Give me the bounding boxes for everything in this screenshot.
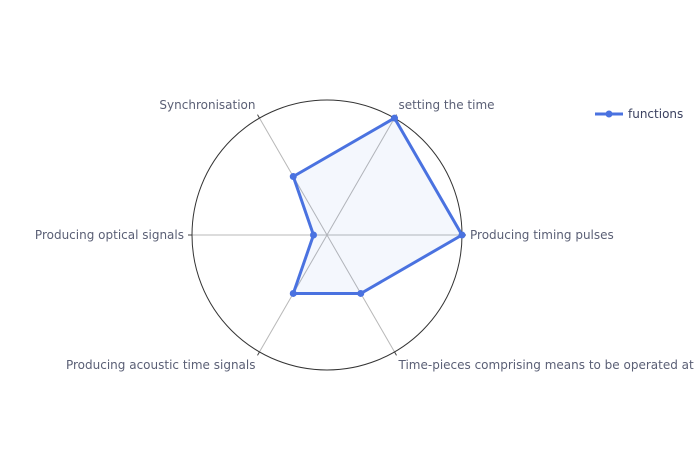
radar-tick [394,351,397,356]
radar-tick [257,351,260,356]
data-point[interactable] [391,114,398,122]
radar-axis-label: Synchronisation [159,98,255,112]
radar-axis-label: Producing acoustic time signals [66,358,256,372]
legend-marker [605,110,613,118]
legend-series-name: functions [628,107,683,121]
legend[interactable]: functions [595,107,683,121]
radar-axis-label: Producing timing pulses [470,228,614,242]
radar-spoke [326,117,395,236]
radar-axis-label: Time-pieces comprising means to be opera… [398,358,694,372]
radar-series [289,114,466,297]
series-fill [293,118,462,294]
radar-axis-label: setting the time [399,98,495,112]
data-point[interactable] [357,289,365,297]
data-point[interactable] [289,173,297,181]
data-point[interactable] [458,231,466,239]
radar-axis-label: Producing optical signals [35,228,184,242]
data-point[interactable] [310,231,317,239]
radar-tick [257,114,260,119]
radar-axis-labels: Producing timing pulses setting the time S… [35,98,694,372]
data-point[interactable] [289,289,297,297]
